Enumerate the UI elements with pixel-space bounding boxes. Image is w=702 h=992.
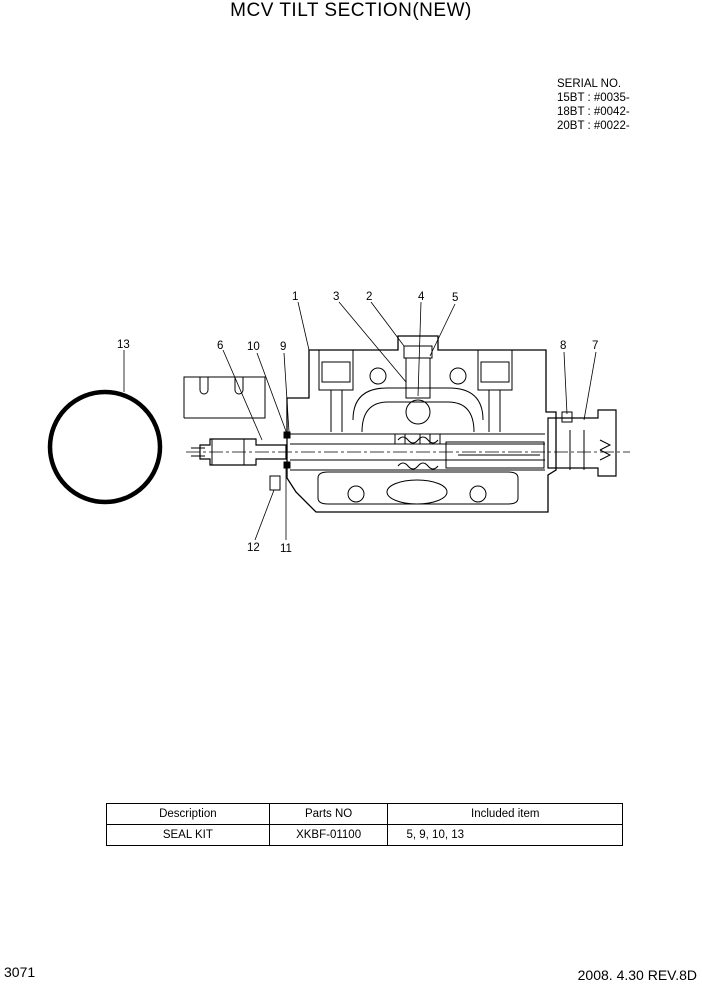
table-row: SEAL KIT XKBF-01100 5, 9, 10, 13 bbox=[106, 824, 623, 846]
callout-1: 1 bbox=[292, 291, 298, 303]
column-header-description: Description bbox=[106, 803, 270, 825]
callout-2: 2 bbox=[366, 291, 372, 303]
callout-6: 6 bbox=[217, 340, 223, 352]
page-title: MCV TILT SECTION(NEW) bbox=[230, 0, 472, 21]
part-callouts: 1 2 3 4 5 6 7 8 9 10 11 12 13 bbox=[117, 291, 598, 555]
revision-stamp: 2008. 4.30 REV.8D bbox=[577, 967, 697, 983]
valve-body bbox=[186, 335, 630, 513]
column-header-parts-no: Parts NO bbox=[268, 803, 389, 825]
callout-8: 8 bbox=[560, 340, 566, 352]
serial-line: 20BT : #0022- bbox=[557, 120, 630, 132]
table-header-row: Description Parts NO Included item bbox=[106, 803, 623, 825]
mounting-bracket bbox=[183, 376, 266, 419]
callout-12: 12 bbox=[247, 542, 260, 554]
page-number: 3071 bbox=[4, 964, 36, 980]
serial-line: 15BT : #0035- bbox=[557, 92, 630, 104]
callout-5: 5 bbox=[452, 292, 458, 304]
seal-kit-table: Description Parts NO Included item SEAL … bbox=[106, 803, 623, 846]
o-ring bbox=[47, 389, 163, 505]
callout-4: 4 bbox=[418, 291, 425, 303]
callout-10: 10 bbox=[247, 341, 260, 353]
callout-13: 13 bbox=[117, 339, 130, 351]
serial-number-block: SERIAL NO. 15BT : #0035- 18BT : #0042- 2… bbox=[557, 77, 630, 133]
leader-lines bbox=[123, 301, 597, 541]
cell-parts-no: XKBF-01100 bbox=[268, 824, 389, 846]
serial-line: 18BT : #0042- bbox=[557, 106, 630, 118]
cell-description: SEAL KIT bbox=[106, 824, 270, 846]
column-header-included-item: Included item bbox=[387, 803, 623, 825]
callout-3: 3 bbox=[333, 291, 339, 303]
serial-heading: SERIAL NO. bbox=[557, 78, 622, 90]
callout-11: 11 bbox=[280, 543, 292, 555]
callout-9: 9 bbox=[280, 341, 286, 353]
cell-included-item: 5, 9, 10, 13 bbox=[387, 824, 623, 846]
callout-7: 7 bbox=[592, 340, 598, 352]
